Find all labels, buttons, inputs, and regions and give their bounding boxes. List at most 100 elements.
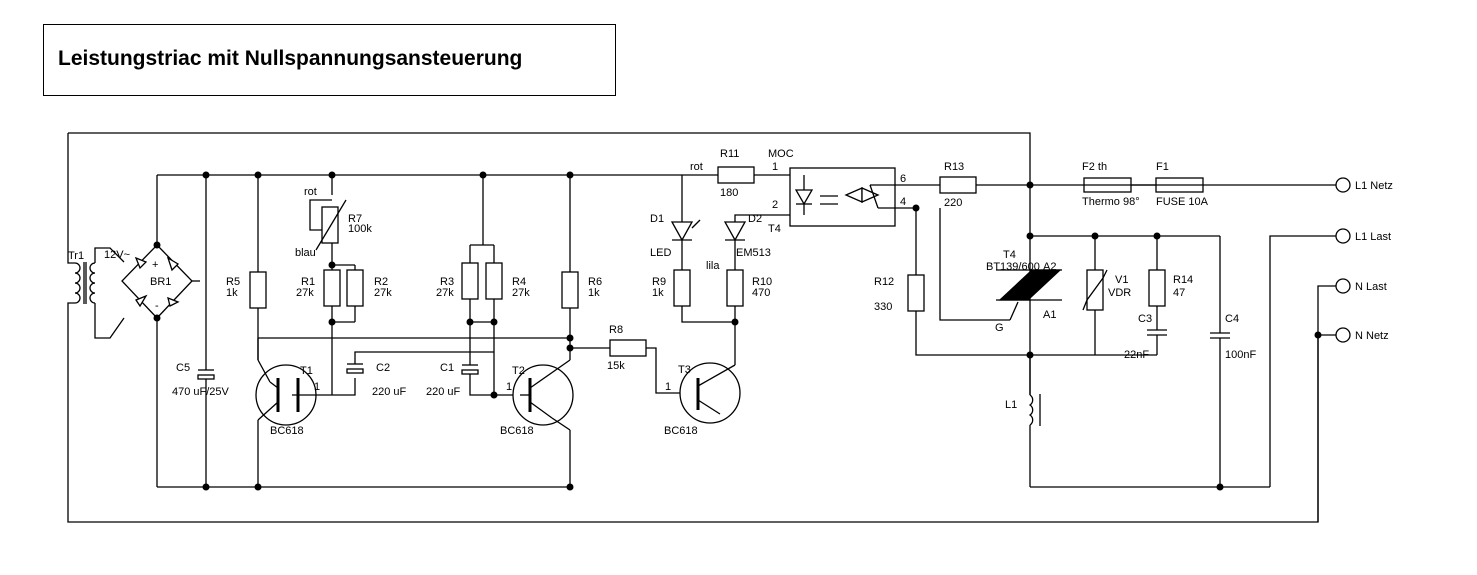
label-r14-name: R14 bbox=[1173, 274, 1193, 286]
label-t3-type: BC618 bbox=[664, 425, 698, 437]
label-r2-name: R2 bbox=[374, 276, 388, 288]
label-r11-val: 180 bbox=[720, 187, 738, 199]
varistor-v1 bbox=[1030, 236, 1157, 356]
capacitor-c4 bbox=[1210, 236, 1230, 487]
label-g: G bbox=[995, 322, 1004, 334]
label-l1-name: L1 bbox=[1005, 399, 1017, 411]
resistor-r8 bbox=[570, 339, 690, 394]
label-moc-pin6: 6 bbox=[900, 173, 906, 185]
label-r4-val: 27k bbox=[512, 287, 530, 299]
terminal-n-netz bbox=[1335, 327, 1351, 343]
label-c2-val: 220 uF bbox=[372, 386, 407, 398]
label-lila: lila bbox=[706, 260, 720, 272]
led-d1 bbox=[670, 175, 701, 270]
label-r13-val: 220 bbox=[944, 197, 962, 209]
label-br-plus: + bbox=[152, 259, 158, 271]
label-r6-val: 1k bbox=[588, 287, 600, 299]
label-t2-pin: 1 bbox=[506, 381, 512, 393]
label-r14-val: 47 bbox=[1173, 287, 1185, 299]
label-r2-val: 27k bbox=[374, 287, 392, 299]
label-v1-name: V1 bbox=[1115, 274, 1128, 286]
capacitor-c3 bbox=[1147, 329, 1167, 355]
label-c1-val: 220 uF bbox=[426, 386, 461, 398]
resistor-r10 bbox=[726, 269, 744, 322]
label-t3-pin: 1 bbox=[665, 381, 671, 393]
transistor-t2 bbox=[512, 359, 574, 487]
label-r7-val: 100k bbox=[348, 223, 372, 235]
label-a1: A1 bbox=[1043, 309, 1056, 321]
label-n-netz: N Netz bbox=[1355, 330, 1389, 342]
label-r12-val: 330 bbox=[874, 301, 892, 313]
label-f2-name: F2 th bbox=[1082, 161, 1107, 173]
label-c3-val: 22nF bbox=[1124, 349, 1149, 361]
potentiometer-r7 bbox=[309, 175, 347, 265]
label-t1-name: T1 bbox=[300, 365, 313, 377]
resistor-r13 bbox=[895, 176, 1084, 194]
label-r12-name: R12 bbox=[874, 276, 894, 288]
label-r11-name: R11 bbox=[720, 148, 739, 160]
label-t3-name: T3 bbox=[678, 364, 691, 376]
label-r10-val: 470 bbox=[752, 287, 770, 299]
label-c3-name: C3 bbox=[1138, 313, 1152, 325]
label-br-minus: - bbox=[155, 300, 159, 312]
fuse-f1 bbox=[1084, 177, 1336, 193]
capacitor-c5 bbox=[197, 175, 215, 487]
transformer-tr1 bbox=[67, 238, 125, 339]
transistor-t1 bbox=[255, 337, 570, 487]
label-br1: BR1 bbox=[150, 276, 171, 288]
terminals bbox=[1335, 177, 1351, 343]
output-wiring bbox=[1269, 235, 1336, 522]
label-r4-name: R4 bbox=[512, 276, 526, 288]
label-r5-name: R5 bbox=[226, 276, 240, 288]
label-t2-name: T2 bbox=[512, 365, 525, 377]
resistors-r3-r4 bbox=[461, 175, 503, 395]
component-labels: Tr1 12V~ + BR1 - C5 470 uF/25V R5 1k T1 … bbox=[68, 148, 1256, 437]
label-r9-name: R9 bbox=[652, 276, 666, 288]
title-box: Leistungstriac mit Nullspannungsansteuer… bbox=[43, 24, 616, 96]
label-a2: A2 bbox=[1043, 261, 1056, 273]
label-n-last: N Last bbox=[1355, 281, 1387, 293]
label-r8-val: 15k bbox=[607, 360, 625, 372]
label-c5-name: C5 bbox=[176, 362, 190, 374]
bridge-rectifier-br1 bbox=[121, 175, 200, 487]
label-r8-name: R8 bbox=[609, 324, 623, 336]
label-f2-type: Thermo 98° bbox=[1082, 196, 1140, 208]
diagram-title: Leistungstriac mit Nullspannungsansteuer… bbox=[58, 47, 523, 70]
junction-dots bbox=[153, 171, 1322, 491]
label-c4-name: C4 bbox=[1225, 313, 1239, 325]
label-r3-name: R3 bbox=[440, 276, 454, 288]
led-d2 bbox=[723, 214, 790, 270]
resistor-r14 bbox=[1148, 236, 1166, 330]
label-rot2: rot bbox=[690, 161, 703, 173]
label-l1-netz: L1 Netz bbox=[1355, 180, 1393, 192]
resistor-r11 bbox=[682, 166, 790, 184]
label-r1-name: R1 bbox=[301, 276, 315, 288]
label-r3-val: 27k bbox=[436, 287, 454, 299]
label-f1-name: F1 bbox=[1156, 161, 1169, 173]
label-c4-val: 100nF bbox=[1225, 349, 1256, 361]
label-t1-pin: 1 bbox=[314, 381, 320, 393]
label-rot1: rot bbox=[304, 186, 317, 198]
label-v1-type: VDR bbox=[1108, 287, 1131, 299]
label-r1-val: 27k bbox=[296, 287, 314, 299]
label-t4-small: T4 bbox=[768, 223, 781, 235]
label-c1-name: C1 bbox=[440, 362, 454, 374]
label-t4-name: T4 bbox=[1003, 249, 1016, 261]
label-l1-last: L1 Last bbox=[1355, 231, 1391, 243]
label-r5-val: 1k bbox=[226, 287, 238, 299]
label-tr1: Tr1 bbox=[68, 250, 84, 262]
label-moc-pin1: 1 bbox=[772, 161, 778, 173]
label-r9-val: 1k bbox=[652, 287, 664, 299]
resistor-r12 bbox=[895, 207, 1030, 356]
label-d1-name: D1 bbox=[650, 213, 664, 225]
triac-t4 bbox=[996, 185, 1220, 395]
label-r7-name: R7 bbox=[348, 213, 362, 225]
capacitor-c2 bbox=[330, 351, 494, 396]
terminal-n-last bbox=[1335, 278, 1351, 294]
transistor-t3 bbox=[679, 322, 741, 424]
label-d2-name: D2 bbox=[748, 213, 762, 225]
label-moc-pin4: 4 bbox=[900, 196, 906, 208]
optocoupler-moc bbox=[789, 167, 896, 227]
label-r6-name: R6 bbox=[588, 276, 602, 288]
